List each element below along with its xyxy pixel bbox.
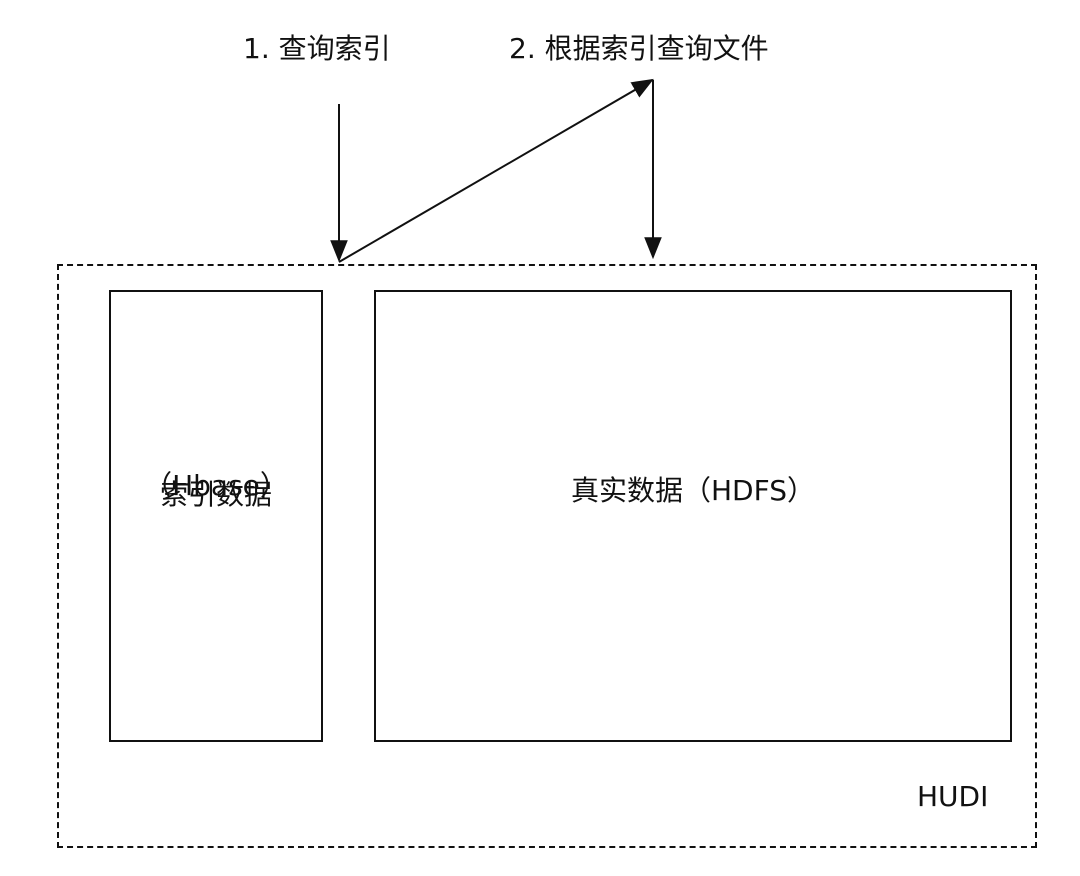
index-data-subtitle: （Hbase） bbox=[144, 469, 288, 502]
step-1-label: 1. 查询索引 bbox=[243, 32, 391, 65]
real-data-title: 真实数据（HDFS） bbox=[570, 473, 815, 507]
arrow-index-to-file-query bbox=[338, 78, 654, 263]
step-2-label: 2. 根据索引查询文件 bbox=[509, 32, 769, 65]
hudi-label: HUDI bbox=[917, 780, 989, 813]
index-data-title: 索引数据 bbox=[159, 478, 272, 512]
hudi-boundary bbox=[57, 264, 1037, 848]
real-data-box: 真实数据（HDFS） bbox=[374, 290, 1012, 742]
index-data-box: 索引数据 （Hbase） bbox=[109, 290, 323, 742]
